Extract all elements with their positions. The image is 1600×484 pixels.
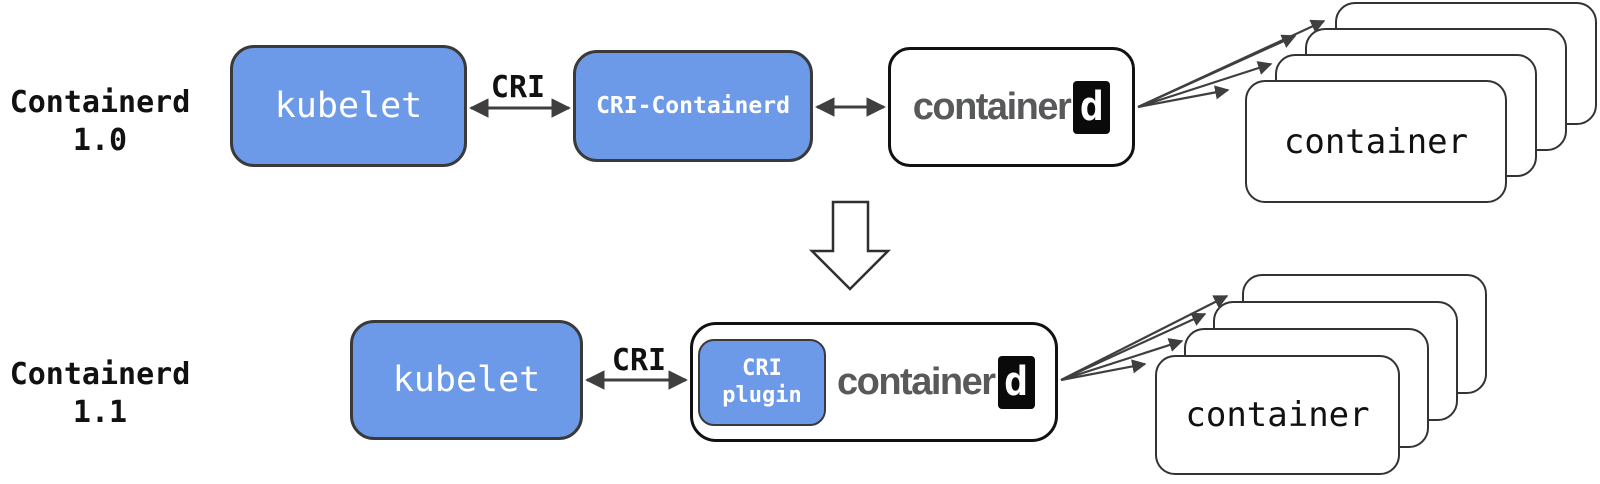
cri-containerd-label: CRI-Containerd (596, 93, 790, 119)
row-1-0-label-title: Containerd (9, 85, 191, 120)
containerd-logo-word: container (912, 85, 1072, 128)
containerd-box-1-1: CRI plugin container d (690, 322, 1058, 442)
containerd-logo-d-icon: d (997, 355, 1035, 409)
row-1-0-label-version: 1.0 (72, 123, 128, 158)
cri-plugin-line2: plugin (722, 383, 802, 408)
kubelet-box-1-0: kubelet (230, 45, 467, 167)
containerd-logo-word: container (837, 360, 996, 403)
container-box-front-1-0: container (1245, 80, 1507, 203)
row-1-1-label: Containerd 1.1 (0, 356, 200, 432)
down-arrow-icon (808, 200, 892, 291)
row-1-1-label-title: Containerd (9, 357, 191, 392)
container-label-1-0: container (1283, 121, 1469, 162)
containerd-box-1-0: container d (888, 47, 1135, 167)
cri-arrow-label-1-1: CRI (611, 343, 667, 378)
containerd-logo: container d (912, 80, 1111, 134)
container-label-1-1: container (1185, 395, 1370, 435)
cri-plugin-box: CRI plugin (698, 338, 826, 426)
fan-arrow (1060, 359, 1147, 382)
kubelet-label: kubelet (392, 360, 541, 400)
row-1-1-label-version: 1.1 (72, 395, 128, 430)
cri-containerd-box: CRI-Containerd (573, 50, 813, 162)
containerd-logo-d-icon: d (1073, 80, 1111, 134)
fan-arrow (1137, 85, 1230, 109)
kubelet-box-1-1: kubelet (350, 320, 583, 440)
kubelet-label: kubelet (274, 86, 423, 126)
cri-arrow-label-1-0: CRI (490, 70, 546, 105)
containerd-logo: container d (837, 355, 1035, 409)
row-1-0-label: Containerd 1.0 (0, 84, 200, 160)
container-box-front-1-1: container (1155, 355, 1400, 475)
cri-plugin-line1: CRI (742, 356, 782, 381)
